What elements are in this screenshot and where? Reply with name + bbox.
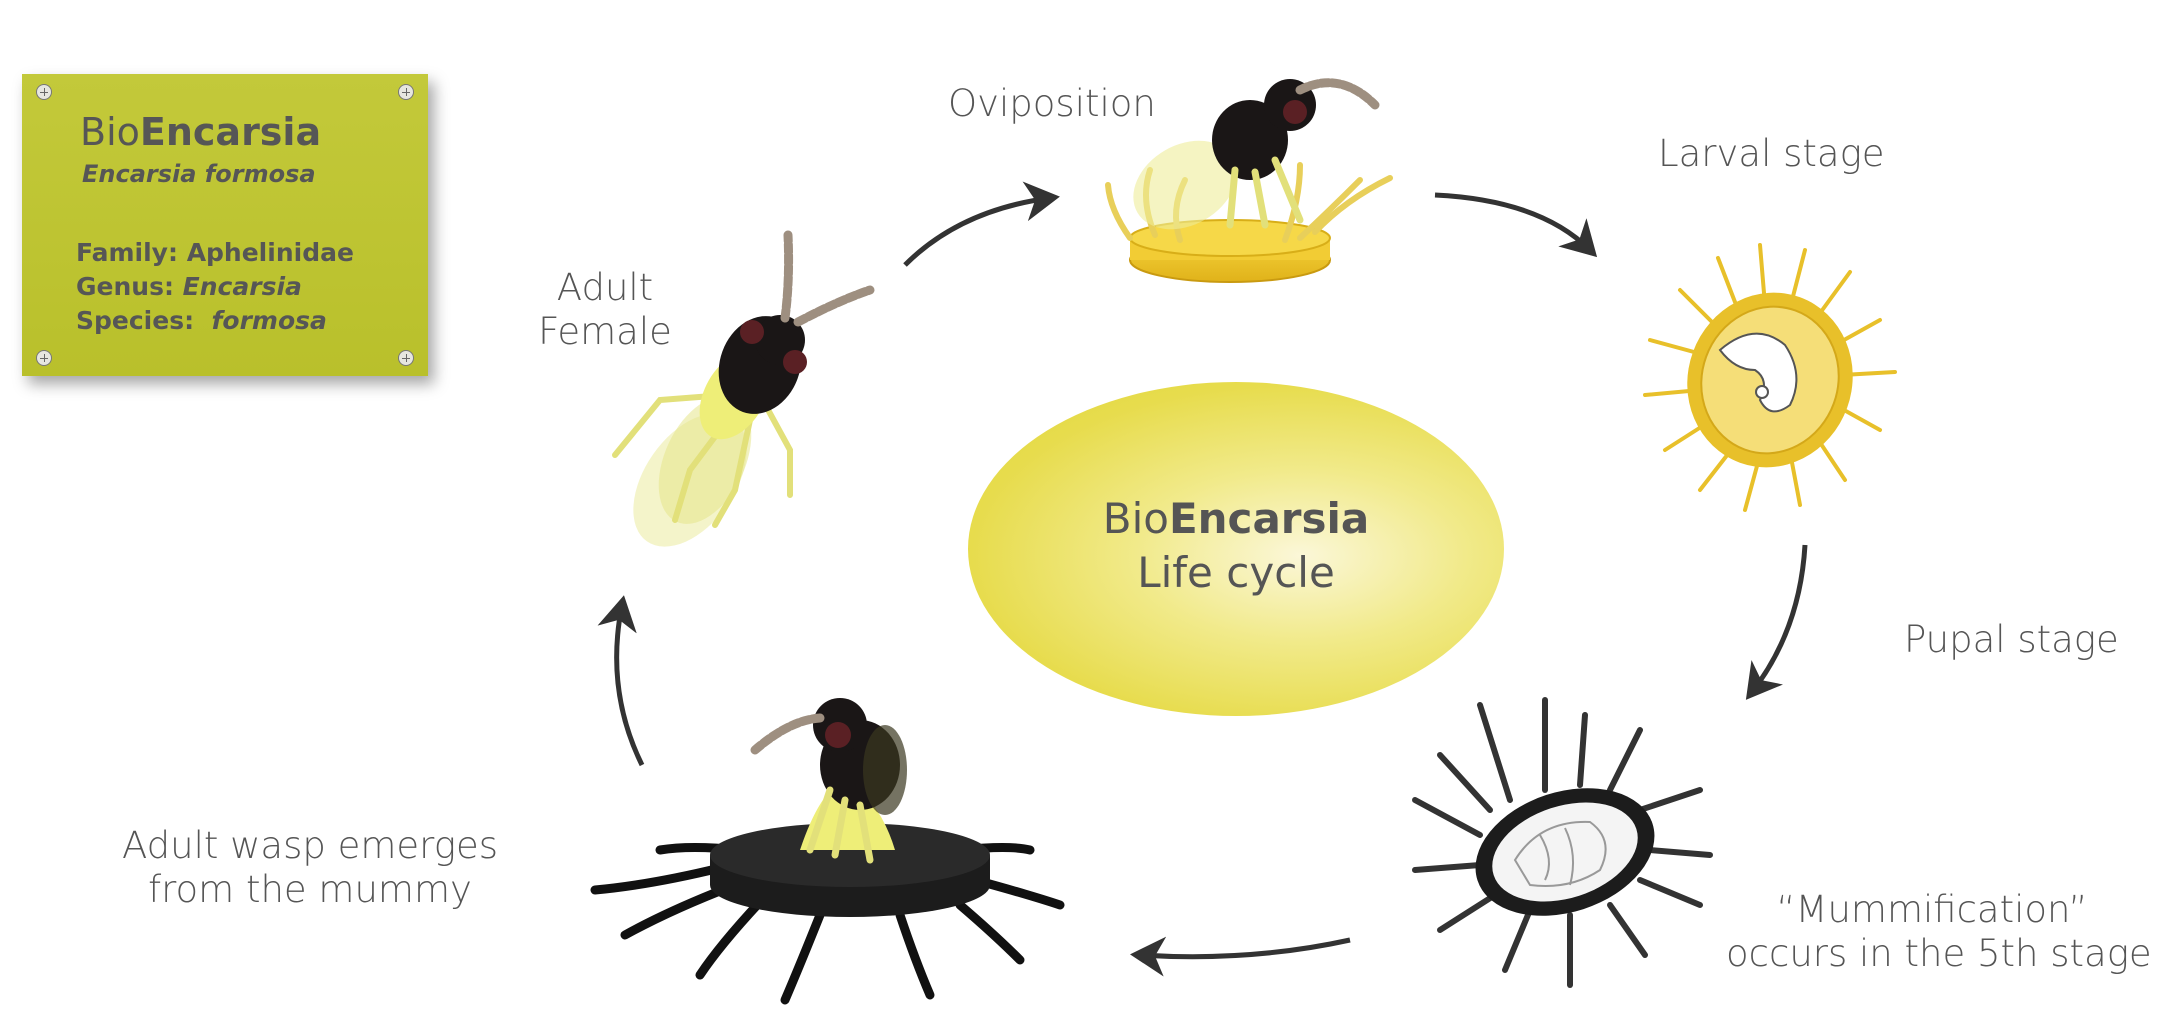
screw-icon: [398, 84, 414, 100]
species-info-plate: BioEncarsia Encarsia formosa Family: Aph…: [22, 74, 428, 376]
plate-genus: Genus: Encarsia: [76, 272, 302, 301]
arrow-adult-to-oviposition: [903, 181, 1060, 267]
label-adult-line1: Adult: [556, 266, 654, 309]
label-larval-stage: Larval stage: [1658, 132, 1885, 175]
label-emergence-line2: from the mummy: [148, 868, 472, 911]
mummy-illustration: [1412, 697, 1713, 988]
center-title-ellipse: BioEncarsia Life cycle: [968, 382, 1504, 716]
screw-icon: [398, 350, 414, 366]
label-emergence-line1: Adult wasp emerges: [122, 824, 498, 867]
label-emergence: Adult wasp emerges from the mummy: [104, 824, 516, 912]
adult-female-illustration: [612, 230, 875, 547]
label-adult-female: Adult Female: [530, 266, 680, 354]
arrow-larval-to-pupal: [1745, 544, 1808, 700]
arrow-mummy-to-emergence: [1130, 936, 1351, 977]
plate-species: Species: formosa: [76, 306, 327, 335]
plate-species-name: Encarsia formosa: [82, 160, 316, 188]
label-mummification: “Mummification” occurs in the 5th stage: [1726, 888, 2152, 976]
arrow-oviposition-to-larval: [1434, 192, 1598, 258]
screw-icon: [36, 84, 52, 100]
plate-title: BioEncarsia: [80, 110, 322, 154]
label-mummification-line1: “Mummification”: [1776, 888, 2088, 931]
label-pupal-stage: Pupal stage: [1904, 618, 2119, 661]
label-adult-line2: Female: [538, 310, 672, 353]
center-subtitle: Life cycle: [1137, 548, 1335, 597]
oviposition-illustration: [1105, 78, 1393, 283]
center-title: BioEncarsia: [1102, 494, 1370, 543]
arrow-emergence-to-adult: [597, 595, 645, 767]
larval-stage-illustration: [1643, 243, 1897, 512]
label-mummification-line2: occurs in the 5th stage: [1726, 932, 2152, 975]
label-oviposition: Oviposition: [948, 82, 1156, 125]
plate-family: Family: Aphelinidae: [76, 238, 354, 267]
emergence-illustration: [590, 698, 1065, 1005]
screw-icon: [36, 350, 52, 366]
